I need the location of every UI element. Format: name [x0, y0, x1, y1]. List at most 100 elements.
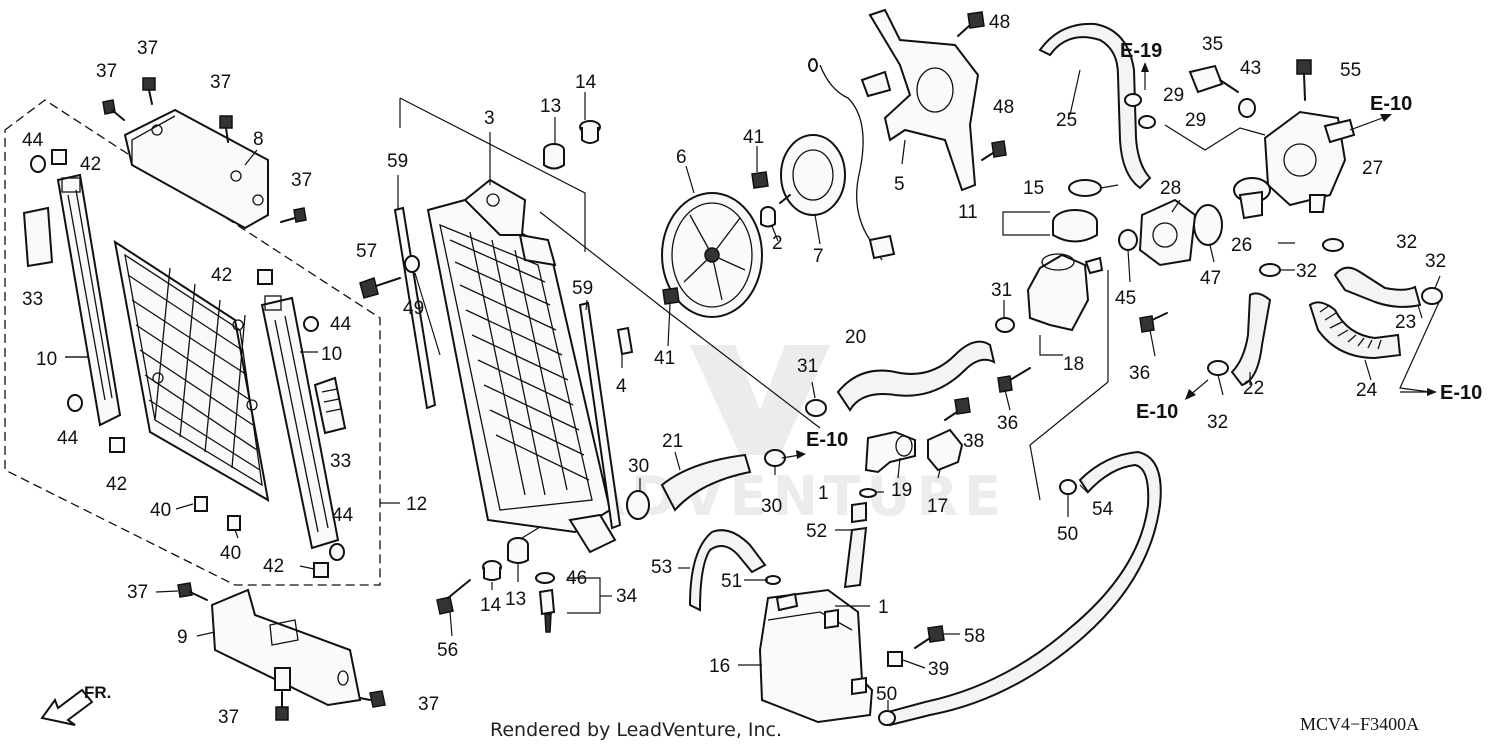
ref-e10-lower: E-10 — [1136, 401, 1178, 423]
callout-21: 21 — [662, 431, 683, 452]
callout-18: 18 — [1063, 354, 1084, 375]
callout-37-c: 37 — [210, 72, 231, 93]
hose-part-24 — [1308, 301, 1402, 360]
clip-40-b — [227, 515, 241, 531]
hose-part-25 — [1038, 22, 1152, 190]
callout-42-d: 42 — [211, 265, 232, 286]
ref-e10-top-right: E-10 — [1370, 93, 1412, 115]
callout-46: 46 — [566, 568, 587, 589]
callout-16: 16 — [709, 656, 730, 677]
callout-15: 15 — [1023, 178, 1044, 199]
callout-28: 28 — [1160, 178, 1181, 199]
side-plate-part-10-left — [56, 173, 122, 427]
bolt-57 — [359, 277, 401, 299]
callout-2: 2 — [772, 233, 783, 254]
callout-56: 56 — [437, 640, 458, 661]
callout-32-a: 32 — [1396, 232, 1417, 253]
callout-22: 22 — [1243, 378, 1264, 399]
callout-11: 11 — [958, 202, 978, 223]
collar-14-top — [579, 120, 601, 144]
o-ring-45 — [1118, 229, 1138, 251]
clip-nut-39 — [887, 651, 903, 667]
radiator-boundary-lines — [399, 97, 821, 429]
hose-part-20 — [836, 340, 996, 412]
clip-51 — [765, 575, 781, 585]
diagram-code: MCV4−F3400A — [1300, 714, 1419, 734]
callout-45: 45 — [1115, 288, 1136, 309]
callout-32-b: 32 — [1296, 261, 1317, 282]
bolt-55 — [1296, 59, 1312, 101]
seal-strip-59-right — [578, 301, 622, 530]
callout-29-a: 29 — [1163, 85, 1184, 106]
callout-43: 43 — [1240, 58, 1261, 79]
bolt-58 — [914, 625, 945, 649]
hose-part-53 — [688, 529, 767, 612]
ref-e10-right: E-10 — [1440, 382, 1482, 404]
hose-clamp-31-a — [995, 317, 1015, 333]
callout-37-b: 37 — [96, 61, 117, 82]
callout-23: 23 — [1395, 312, 1416, 333]
callout-3: 3 — [484, 108, 495, 129]
screw-37-lower-a — [177, 582, 208, 601]
thermo-sensor-35 — [1188, 64, 1239, 94]
callout-37-f: 37 — [418, 694, 439, 715]
collar-part-2 — [760, 206, 776, 228]
callout-44-c: 44 — [330, 314, 352, 335]
screw-37-lower-c — [275, 691, 289, 721]
clamp-50-a — [1059, 479, 1077, 495]
callout-14-b: 14 — [480, 595, 502, 616]
callout-17: 17 — [927, 496, 948, 517]
grommet-part-33-right — [313, 376, 347, 435]
callout-44-b: 44 — [57, 428, 79, 449]
rubber-bushing-13-top — [543, 143, 565, 170]
seal-strip-59-left — [393, 206, 437, 410]
callout-labels: 37 37 37 8 37 44 42 33 10 44 42 40 40 42… — [22, 12, 1446, 728]
callout-48-a: 48 — [989, 12, 1010, 33]
reserve-tank-16 — [758, 588, 874, 724]
clamp-50-b — [878, 710, 896, 726]
hose-part-52 — [843, 501, 868, 589]
callout-42-c: 42 — [263, 556, 284, 577]
callout-25: 25 — [1056, 110, 1077, 131]
lower-cover-part-9 — [210, 588, 362, 707]
radiator-part-3 — [426, 178, 617, 554]
side-plate-part-10-right — [260, 295, 340, 550]
callout-37-d: 37 — [291, 170, 312, 191]
callout-39: 39 — [928, 659, 949, 680]
lead-e10-right — [1399, 299, 1441, 393]
hose-part-54 — [886, 450, 1162, 727]
callout-37-a: 37 — [137, 38, 158, 59]
callout-50-a: 50 — [1057, 524, 1078, 545]
hose-clamp-30-a — [626, 490, 650, 520]
callout-4: 4 — [616, 376, 627, 397]
callout-53: 53 — [651, 557, 672, 578]
leader-lines — [65, 69, 1441, 710]
screw-37-mid — [219, 115, 233, 143]
callout-1-a: 1 — [818, 483, 829, 504]
hose-clamp-31-b — [805, 399, 827, 417]
hose-clamp-29-b — [1138, 115, 1156, 129]
fan-bracket-part-5 — [868, 8, 980, 192]
callout-48-b: 48 — [993, 97, 1014, 118]
hose-part-22 — [1230, 292, 1272, 387]
callout-57: 57 — [356, 241, 377, 262]
callout-37-g: 37 — [218, 707, 239, 728]
callout-47: 47 — [1200, 268, 1221, 289]
callout-12: 12 — [406, 494, 427, 515]
callout-24: 24 — [1356, 380, 1378, 401]
nut-41-bottom — [662, 287, 680, 305]
callout-42-b: 42 — [106, 474, 127, 495]
reservoir-cap-17 — [927, 428, 964, 472]
bolt-38 — [944, 397, 971, 421]
callout-33-a: 33 — [22, 289, 43, 310]
callout-30-b: 30 — [761, 496, 782, 517]
grommet-part-33-left — [22, 206, 54, 268]
callout-40-a: 40 — [150, 500, 171, 521]
callout-40-b: 40 — [220, 543, 241, 564]
clip-42-c — [257, 269, 273, 285]
screw-37-right — [280, 207, 307, 223]
thermo-switch-34 — [535, 572, 612, 633]
core-guard-grille — [113, 239, 270, 502]
callout-7: 7 — [813, 246, 824, 267]
